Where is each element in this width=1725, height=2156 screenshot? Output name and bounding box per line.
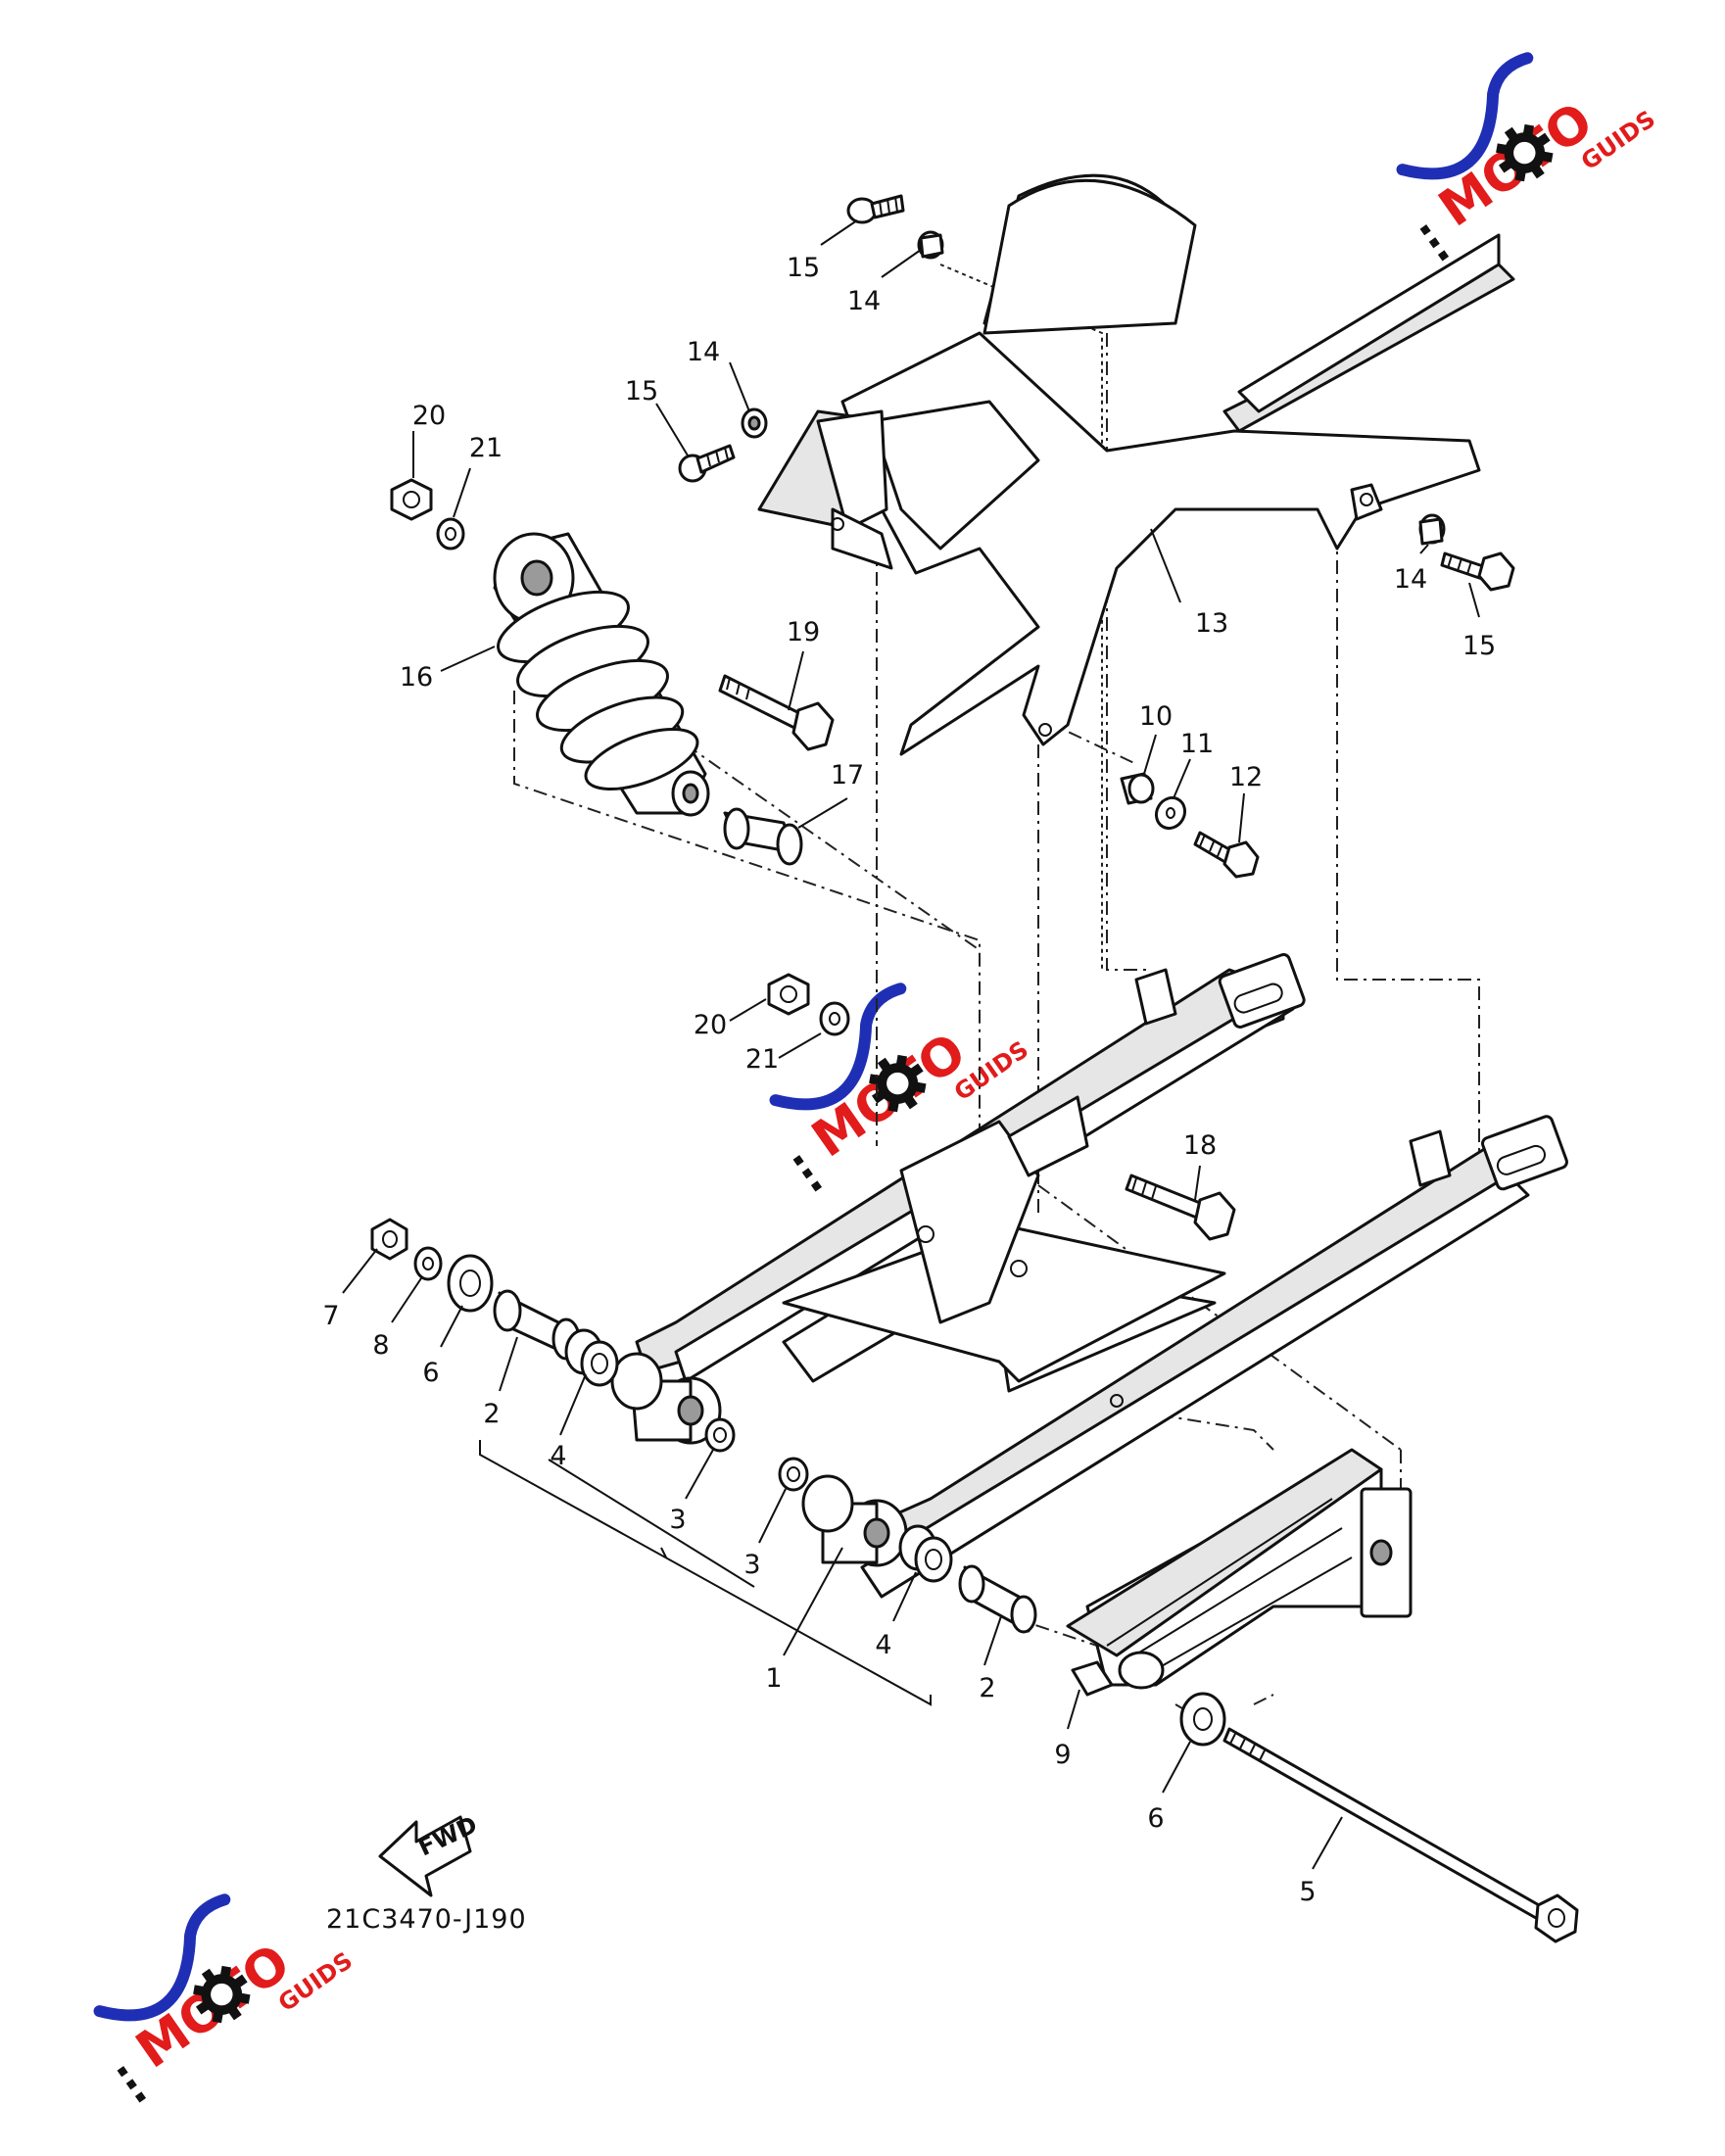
callout-10: 10 xyxy=(1139,701,1173,732)
thrust-cover-6-right xyxy=(1179,1692,1226,1747)
callout-15-mid: 15 xyxy=(625,376,658,407)
callout-13: 13 xyxy=(1195,608,1228,639)
collar-14-mid xyxy=(741,407,768,439)
callout-18: 18 xyxy=(1183,1130,1217,1161)
collar-17 xyxy=(723,807,803,866)
pivot-boss-left xyxy=(610,1352,722,1445)
callout-4-right: 4 xyxy=(875,1630,891,1660)
washer-8 xyxy=(413,1246,443,1281)
callout-11: 11 xyxy=(1180,729,1214,759)
leader-lines xyxy=(342,219,1480,1870)
collar-10 xyxy=(1120,772,1155,805)
callout-6-left: 6 xyxy=(422,1358,439,1388)
bearing-4-left xyxy=(564,1328,619,1387)
shock-absorber xyxy=(493,532,710,817)
callout-7: 7 xyxy=(322,1301,339,1331)
callout-21-center: 21 xyxy=(745,1044,779,1075)
callout-14-right: 14 xyxy=(1394,564,1427,595)
callout-20-top: 20 xyxy=(412,401,446,431)
bearing-4-right xyxy=(898,1524,953,1583)
nut-20-top xyxy=(390,478,433,521)
nut-7 xyxy=(370,1218,408,1261)
chain-tensioner xyxy=(1066,1448,1413,1690)
washer-21-top xyxy=(436,517,465,551)
callout-3-left: 3 xyxy=(669,1505,686,1535)
callout-9: 9 xyxy=(1054,1740,1071,1770)
callout-15-right: 15 xyxy=(1462,631,1496,661)
rear-fender xyxy=(757,173,1515,756)
diagram-code: 21C3470-J190 xyxy=(326,1904,527,1935)
bolt-19 xyxy=(718,674,835,751)
bolt-15-right xyxy=(1440,551,1515,592)
tensioner-9 xyxy=(1071,1660,1114,1697)
moto-guids-logo-bottom-left: MOTO GUIDS xyxy=(93,1893,358,2103)
callout-3-right: 3 xyxy=(743,1550,760,1580)
moto-guids-logo-top-right: MOTO GUIDS xyxy=(1396,52,1660,262)
fwd-arrow: FWD xyxy=(378,1811,481,1897)
oil-seal-3-left xyxy=(704,1417,736,1453)
small-parts xyxy=(370,194,1579,1943)
callout-16: 16 xyxy=(400,662,433,693)
callout-5: 5 xyxy=(1299,1877,1316,1907)
collar-14-right xyxy=(1418,513,1446,546)
bolt-18 xyxy=(1125,1174,1236,1241)
callout-21-top: 21 xyxy=(469,433,503,463)
callout-4-left: 4 xyxy=(550,1441,566,1471)
pivot-boss-right xyxy=(801,1474,908,1567)
callout-14-mid: 14 xyxy=(687,337,720,367)
bolt-15-top xyxy=(846,194,905,224)
washer-11 xyxy=(1154,795,1187,831)
pivot-shaft-5 xyxy=(1222,1727,1579,1943)
bolt-12 xyxy=(1193,831,1260,879)
callout-8: 8 xyxy=(372,1330,389,1361)
callout-labels: 15 14 14 15 20 21 16 19 13 14 15 10 11 1… xyxy=(322,253,1496,1907)
oil-seal-3-right xyxy=(778,1457,809,1492)
bolt-15-mid xyxy=(678,444,736,483)
callout-6-right: 6 xyxy=(1147,1803,1164,1834)
callout-14-top: 14 xyxy=(847,286,881,316)
washer-21-center xyxy=(819,1001,850,1036)
collar-2-right xyxy=(958,1564,1037,1634)
callout-20-center: 20 xyxy=(694,1010,727,1040)
callout-19: 19 xyxy=(787,617,820,647)
callout-2-right: 2 xyxy=(979,1673,995,1703)
callout-17: 17 xyxy=(831,760,864,791)
nut-20-center xyxy=(767,973,810,1016)
callout-15-top: 15 xyxy=(787,253,820,283)
thrust-cover-6-left xyxy=(447,1254,494,1313)
collar-14-top xyxy=(917,230,944,260)
swingarm xyxy=(610,953,1568,1599)
group-brackets xyxy=(479,1440,932,1706)
callout-1: 1 xyxy=(765,1663,782,1694)
callout-12: 12 xyxy=(1229,762,1263,792)
callout-2-left: 2 xyxy=(483,1399,500,1429)
